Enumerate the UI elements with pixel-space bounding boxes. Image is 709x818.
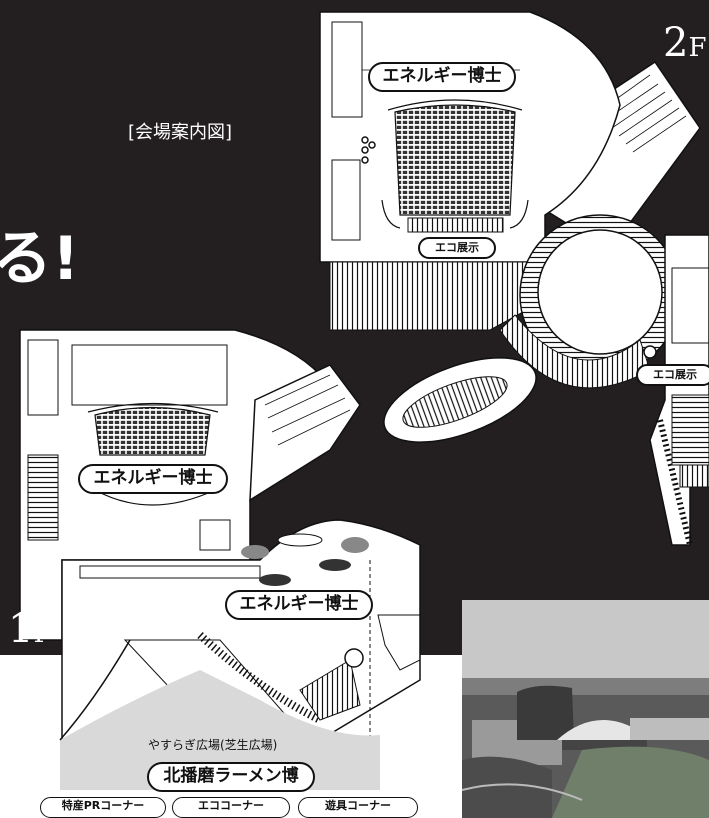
floor-number-1: 1 <box>8 606 34 652</box>
venue-photo <box>462 600 709 818</box>
floor-suffix-1: F <box>33 619 52 649</box>
headline-fragment: る! <box>0 224 80 294</box>
label-corner-eco: エココーナー <box>172 797 290 818</box>
label-corner-specialty: 特産PRコーナー <box>40 797 166 818</box>
label-ramen: 北播磨ラーメン博 <box>147 762 315 792</box>
floor-2f-plan <box>319 11 709 546</box>
floor-label-1f: 1F <box>8 606 52 652</box>
plaza-area <box>59 639 380 790</box>
label-eco-display-right: エコ展示 <box>636 364 709 386</box>
label-plaza: やすらぎ広場(芝生広場) <box>148 738 278 752</box>
label-energy-1f-theater: エネルギー博士 <box>78 464 228 494</box>
floor-label-2f: 2F <box>663 20 707 66</box>
map-title: [会場案内図] <box>128 122 233 143</box>
floor-number-2: 2 <box>663 20 689 66</box>
label-eco-display-2f: エコ展示 <box>418 237 496 259</box>
label-energy-2f: エネルギー博士 <box>368 62 516 92</box>
floor-1f-plan <box>19 329 421 741</box>
floor-suffix-2: F <box>688 33 707 63</box>
label-corner-playground: 遊具コーナー <box>298 797 418 818</box>
connector-walkway <box>383 357 537 443</box>
label-energy-1f-hall: エネルギー博士 <box>225 590 373 620</box>
